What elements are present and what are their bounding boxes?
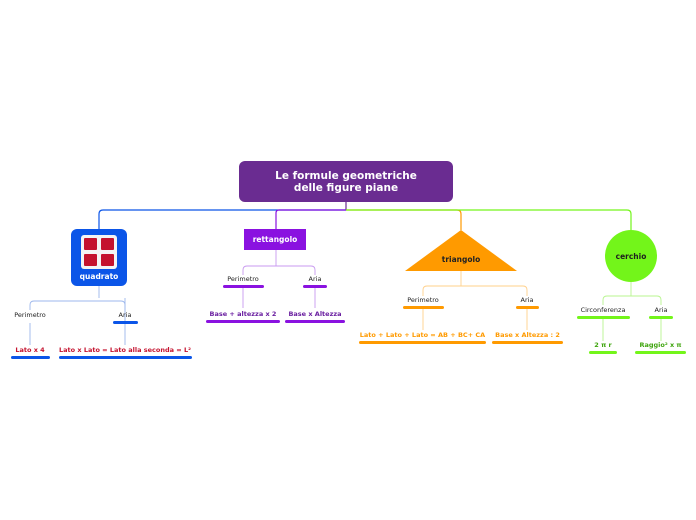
cerchio-aria-underline [649, 316, 673, 319]
cerchio-aria-label: Aria [654, 306, 668, 314]
cerchio-circonferenza-formula: 2 π r [594, 341, 612, 349]
rettangolo-perimetro-label: Perimetro [227, 275, 259, 283]
triangolo-perimetro-formula-underline [359, 341, 486, 344]
triangolo-aria-label: Aria [520, 296, 534, 304]
cerchio-aria-formula-underline [635, 351, 686, 354]
cerchio-circonferenza-formula-underline [589, 351, 617, 354]
cerchio-circonferenza-underline [577, 316, 630, 319]
rettangolo-aria-label: Aria [308, 275, 322, 283]
quadrato-aria-label: Aria [118, 311, 132, 319]
quadrato-perimetro-formula-underline [11, 356, 50, 359]
cerchio-circonferenza-label: Circonferenza [580, 306, 626, 314]
quadrato-perimetro-formula: Lato x 4 [15, 346, 45, 354]
root-title: Le formule geometriche delle figure pian… [275, 169, 417, 194]
triangolo-aria-formula-underline [492, 341, 563, 344]
rettangolo-perimetro-underline [223, 285, 264, 288]
triangolo-aria-underline [516, 306, 539, 309]
rettangolo-aria-formula-underline [285, 320, 345, 323]
quadrato-perimetro-label: Perimetro [14, 311, 46, 319]
triangolo-aria-formula: Base x Altezza : 2 [495, 331, 560, 339]
quadrato-aria-formula: Lato x Lato = Lato alla seconda = L² [59, 346, 191, 354]
rettangolo-perimetro-formula-underline [206, 320, 280, 323]
triangolo-perimetro-label: Perimetro [407, 296, 439, 304]
triangolo-perimetro-formula: Lato + Lato + Lato = AB + BC+ CA [359, 331, 486, 339]
root-topic[interactable]: Le formule geometriche delle figure pian… [239, 161, 453, 202]
window-grid-icon [81, 235, 117, 269]
rettangolo-aria-formula: Base x Altezza [288, 310, 342, 318]
cerchio-aria-formula: Raggio² x π [639, 341, 682, 349]
cerchio-node[interactable]: cerchio [605, 230, 657, 282]
rettangolo-perimetro-formula: Base + altezza x 2 [209, 310, 277, 318]
rettangolo-label: rettangolo [252, 235, 298, 244]
cerchio-label: cerchio [615, 251, 647, 261]
triangolo-node-shape [405, 230, 517, 271]
triangolo-perimetro-underline [403, 306, 444, 309]
rettangolo-aria-underline [303, 285, 327, 288]
quadrato-label: quadrato [79, 272, 119, 281]
quadrato-aria-formula-underline [59, 356, 192, 359]
quadrato-aria-underline [113, 321, 138, 324]
rettangolo-node[interactable]: rettangolo [244, 229, 306, 250]
triangolo-label[interactable]: triangolo [441, 255, 481, 264]
